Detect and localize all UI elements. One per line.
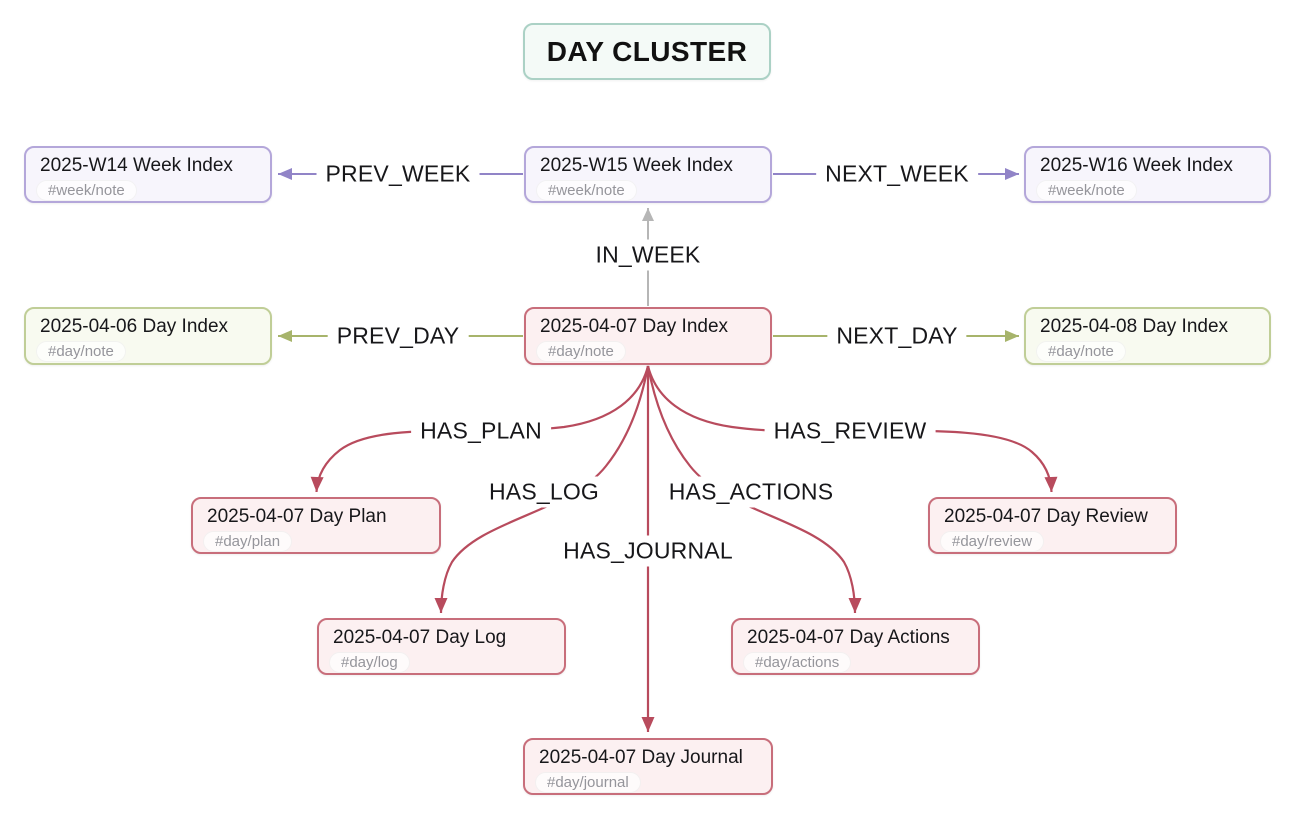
node-title: 2025-W15 Week Index: [540, 155, 733, 176]
node-title: 2025-W14 Week Index: [40, 155, 233, 176]
node-day-plan[interactable]: 2025-04-07 Day Plan #day/plan: [191, 497, 441, 554]
node-title: 2025-04-07 Day Review: [944, 506, 1148, 527]
node-week-current[interactable]: 2025-W15 Week Index #week/note: [524, 146, 772, 203]
edge-label-next-week: NEXT_WEEK: [816, 158, 978, 190]
edge-label-prev-day: PREV_DAY: [327, 320, 469, 352]
node-day-journal[interactable]: 2025-04-07 Day Journal #day/journal: [523, 738, 773, 795]
edge-label-prev-week: PREV_WEEK: [316, 158, 480, 190]
node-day-review[interactable]: 2025-04-07 Day Review #day/review: [928, 497, 1177, 554]
diagram-title-text: DAY CLUSTER: [546, 35, 748, 67]
node-tag: #week/note: [536, 179, 637, 201]
edge-label-has-log: HAS_LOG: [479, 476, 609, 508]
edge-label-in-week: IN_WEEK: [586, 239, 710, 271]
node-day-actions[interactable]: 2025-04-07 Day Actions #day/actions: [731, 618, 980, 675]
node-tag: #day/journal: [535, 771, 641, 793]
edge-label-has-journal: HAS_JOURNAL: [554, 535, 742, 567]
node-tag: #day/review: [940, 530, 1045, 552]
edge-label-has-plan: HAS_PLAN: [411, 415, 551, 447]
node-tag: #day/plan: [203, 530, 293, 552]
node-title: 2025-04-07 Day Actions: [747, 627, 950, 648]
node-title: 2025-04-07 Day Plan: [207, 506, 387, 527]
edge-label-next-day: NEXT_DAY: [827, 320, 967, 352]
diagram-title: DAY CLUSTER: [523, 23, 771, 80]
node-tag: #week/note: [36, 179, 137, 201]
node-week-prev[interactable]: 2025-W14 Week Index #week/note: [24, 146, 272, 203]
node-title: 2025-W16 Week Index: [1040, 155, 1233, 176]
edge-has-log: [434, 365, 650, 614]
edge-label-has-review: HAS_REVIEW: [764, 415, 936, 447]
node-tag: #day/note: [36, 340, 126, 362]
node-title: 2025-04-07 Day Journal: [539, 747, 743, 768]
node-tag: #week/note: [1036, 179, 1137, 201]
node-tag: #day/actions: [743, 651, 852, 673]
node-title: 2025-04-06 Day Index: [40, 316, 229, 337]
node-day-current[interactable]: 2025-04-07 Day Index #day/note: [524, 307, 772, 365]
node-week-next[interactable]: 2025-W16 Week Index #week/note: [1024, 146, 1271, 203]
edge-label-has-actions: HAS_ACTIONS: [659, 476, 843, 508]
node-tag: #day/note: [1036, 340, 1126, 362]
edge-has-actions: [646, 365, 862, 614]
node-day-next[interactable]: 2025-04-08 Day Index #day/note: [1024, 307, 1271, 365]
node-title: 2025-04-07 Day Log: [333, 627, 507, 648]
node-day-log[interactable]: 2025-04-07 Day Log #day/log: [317, 618, 566, 675]
node-title: 2025-04-07 Day Index: [540, 316, 729, 337]
node-tag: #day/log: [329, 651, 410, 673]
node-tag: #day/note: [536, 340, 626, 362]
node-day-prev[interactable]: 2025-04-06 Day Index #day/note: [24, 307, 272, 365]
node-title: 2025-04-08 Day Index: [1040, 316, 1229, 337]
